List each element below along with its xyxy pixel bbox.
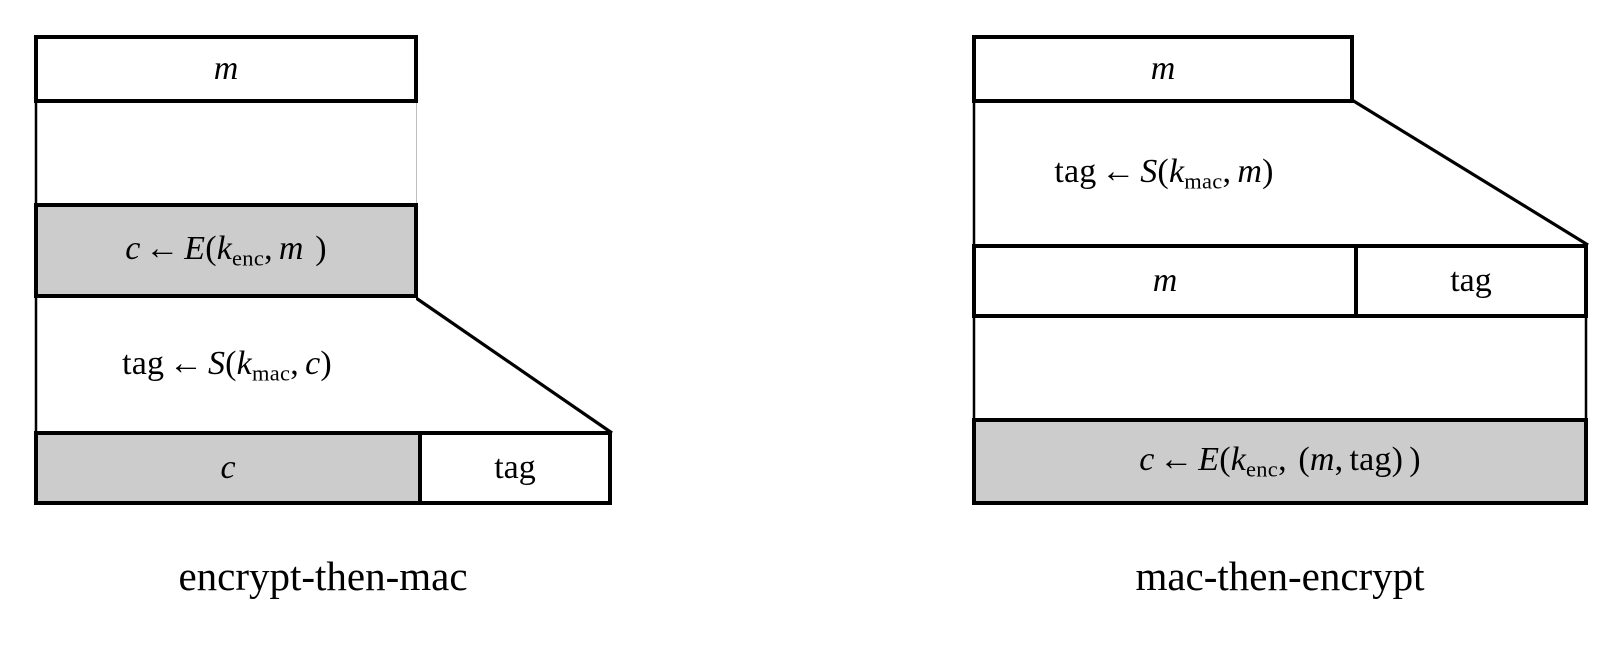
right-tag-label: tag: [1450, 262, 1492, 299]
left-output-tag-label: tag: [494, 449, 536, 486]
left-encrypt-gap: [38, 101, 416, 205]
left-plaintext-box: m: [34, 35, 418, 103]
right-plaintext-box: m: [972, 35, 1354, 103]
left-plaintext-label: m: [213, 50, 239, 87]
left-caption: encrypt-then-mac: [178, 553, 468, 599]
right-ciphertext-box: c←E(kenc,(m,tag)): [972, 418, 1588, 505]
right-tag-cell: tag: [1354, 248, 1584, 314]
left-output-ciphertext-label: c: [220, 449, 236, 486]
right-message-tag-box: m tag: [972, 244, 1588, 318]
left-mac-gap: tag←S(kmac,c): [38, 298, 416, 434]
right-mac-gap: tag←S(kmac,m): [976, 101, 1352, 247]
left-ciphertext-box: c←E(kenc,m): [34, 203, 418, 298]
right-message-cell: m: [976, 248, 1354, 314]
right-mac-formula: tag←S(kmac,m): [1054, 153, 1274, 194]
left-output-tag-cell: tag: [418, 435, 608, 501]
right-encrypt-gap: [976, 316, 1584, 420]
left-mac-formula: tag←S(kmac,c): [122, 345, 332, 386]
right-plaintext-label: m: [1150, 50, 1176, 87]
left-output-ciphertext-cell: c: [38, 435, 418, 501]
right-caption: mac-then-encrypt: [1135, 553, 1425, 599]
right-ciphertext-formula: c←E(kenc,(m,tag)): [1139, 440, 1421, 481]
left-output-box: c tag: [34, 431, 612, 505]
right-message-label: m: [1152, 262, 1178, 299]
left-ciphertext-formula: c←E(kenc,m): [125, 229, 327, 270]
